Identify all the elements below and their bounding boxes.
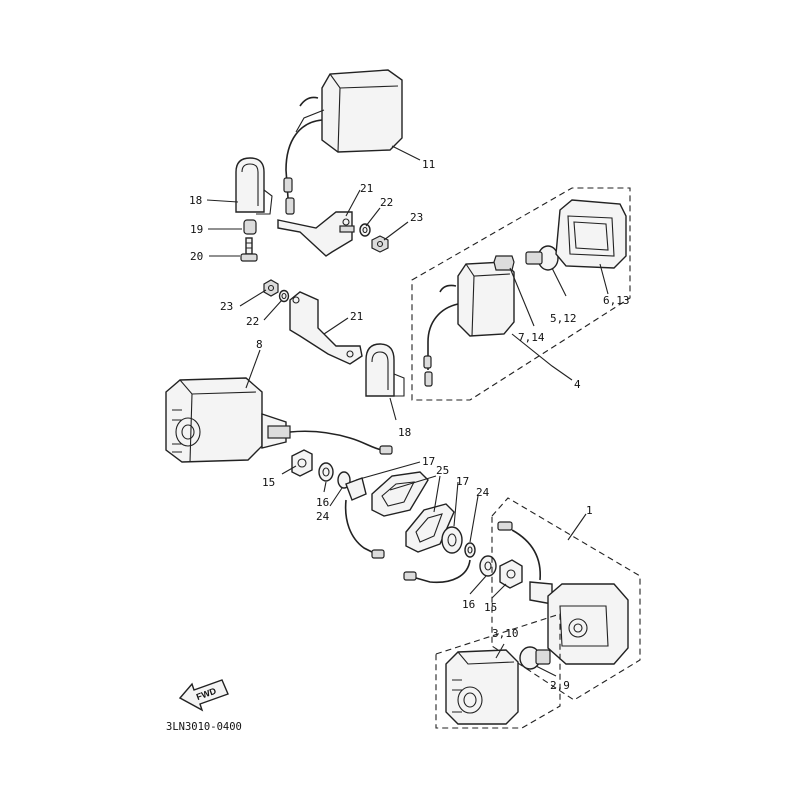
- label-17-right: 17: [456, 475, 469, 488]
- label-20: 20: [190, 250, 203, 263]
- part-25-gasket-a: [371, 471, 429, 517]
- group-box-4: [411, 187, 631, 401]
- label-21-upper: 21: [360, 182, 373, 195]
- part-8-flasher-assembly: [165, 377, 393, 463]
- part-15-grommet-left: [291, 449, 313, 477]
- label-15-left: 15: [262, 476, 275, 489]
- fwd-arrow-icon: FWD: [178, 679, 229, 712]
- part-22-washer-middle: [278, 289, 290, 303]
- label-23-upper: 23: [410, 211, 423, 224]
- label-8: 8: [256, 338, 263, 351]
- leader-lines: [206, 145, 609, 677]
- part-20-bolt: [240, 237, 258, 262]
- label-7-14: 7,14: [518, 331, 545, 344]
- part-22-washer-upper: [359, 223, 371, 237]
- part-23-nut-middle: [263, 279, 279, 297]
- group-box-3-10: [435, 613, 561, 729]
- part-18-cover-middle: [365, 343, 405, 397]
- label-2-9: 2,9: [550, 679, 570, 692]
- part-labels: 11 18 19 20 21 22 23 23 22 21 18 8 4 5,1…: [189, 158, 630, 692]
- part-3-10-lens: [445, 649, 519, 725]
- label-22-upper: 22: [380, 196, 393, 209]
- part-17-collar-right: [441, 526, 463, 554]
- label-3-10: 3,10: [492, 627, 519, 640]
- part-24-washer-left: [337, 471, 385, 559]
- label-15-right: 15: [484, 601, 497, 614]
- label-16-right: 16: [462, 598, 475, 611]
- part-6-13-lens: [555, 199, 627, 269]
- part-21-bracket-middle: [289, 291, 363, 365]
- label-24-right: 24: [476, 486, 490, 499]
- part-19-collar: [243, 219, 257, 235]
- label-24-left: 24: [316, 510, 330, 523]
- group-box-1: [491, 497, 641, 701]
- part-24-washer-right: [464, 542, 476, 558]
- label-18-middle: 18: [398, 426, 411, 439]
- label-4: 4: [574, 378, 581, 391]
- label-1: 1: [586, 504, 593, 517]
- label-22-middle: 22: [246, 315, 259, 328]
- part-2-9-bulb: [519, 646, 551, 670]
- label-21-middle: 21: [350, 310, 363, 323]
- label-19: 19: [190, 223, 203, 236]
- part-15-grommet-right: [499, 559, 523, 589]
- diagram-code: 3LN3010-0400: [166, 721, 242, 733]
- label-6-13: 6,13: [603, 294, 630, 307]
- part-18-cover-upper: [235, 157, 273, 215]
- label-18-upper: 18: [189, 194, 202, 207]
- part-16-collar-right: [403, 555, 497, 584]
- label-25: 25: [436, 464, 449, 477]
- part-5-12-bulb: [525, 245, 559, 271]
- part-11-flasher-assembly: [283, 69, 403, 215]
- part-21-bracket-upper: [277, 211, 355, 257]
- label-16-left: 16: [316, 496, 329, 509]
- label-11: 11: [422, 158, 435, 171]
- label-5-12: 5,12: [550, 312, 577, 325]
- part-16-collar-left: [318, 462, 334, 482]
- label-23-middle: 23: [220, 300, 233, 313]
- label-17-left: 17: [422, 455, 435, 468]
